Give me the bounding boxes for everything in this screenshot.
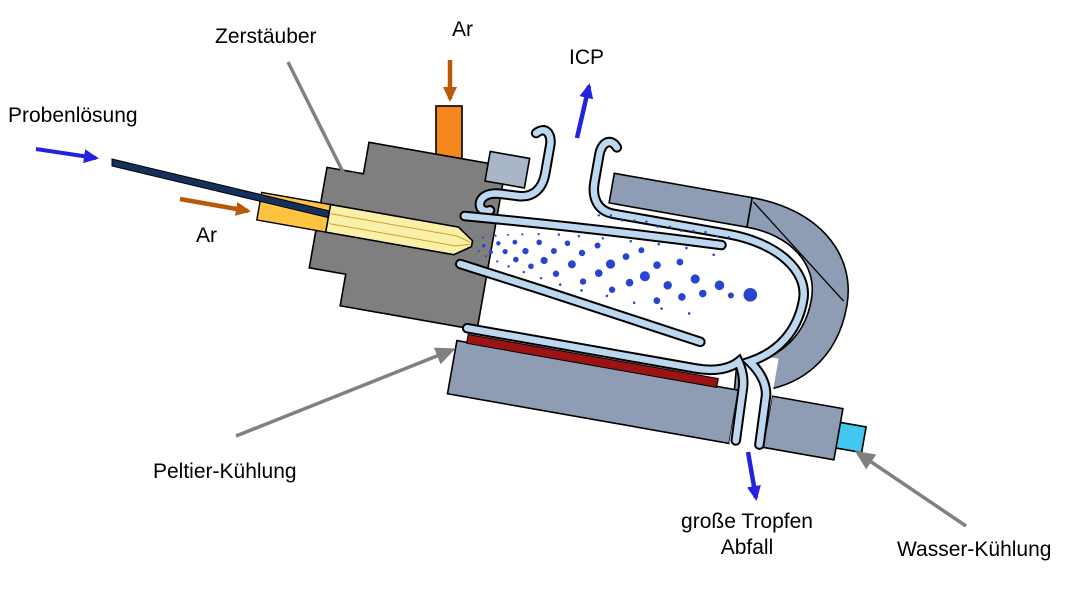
label-icp: ICP <box>569 46 605 69</box>
outer-tube-top-wall <box>590 138 807 448</box>
peltier-element <box>465 333 719 388</box>
sample-capillary <box>111 158 335 220</box>
inner-tube-bottom-wall <box>456 260 704 346</box>
water-cooling-pointer-arrow <box>854 450 967 528</box>
label-sample-solution: Probenlösung <box>8 104 138 127</box>
sample-flow-arrow <box>35 147 99 164</box>
label-argon-top: Ar <box>452 18 473 41</box>
nebulizer-pointer-arrow <box>286 61 354 194</box>
waste-drain-flow-arrow <box>745 451 761 501</box>
label-argon-left: Ar <box>196 224 217 247</box>
argon-inlet-port <box>435 105 463 163</box>
icp-outlet-gap <box>542 130 601 208</box>
icp-outlet-flow-arrow <box>574 83 594 139</box>
label-water-cooling: Wasser-Kühlung <box>897 538 1052 561</box>
aerosol-droplets <box>477 214 758 315</box>
outer-tube-bottom-wall <box>463 324 747 444</box>
label-waste-line1: große Tropfen <box>681 510 813 533</box>
inner-tube-top-wall <box>461 212 725 249</box>
dome-seam-line <box>752 201 845 302</box>
label-waste: große Tropfen Abfall <box>652 509 842 561</box>
icp-outlet-left-wall <box>476 127 554 215</box>
peltier-pointer-arrow <box>235 347 456 438</box>
label-waste-line2: Abfall <box>720 536 774 559</box>
label-nebulizer: Zerstäuber <box>215 25 317 48</box>
chamber-bottom-right-block <box>762 395 844 461</box>
nebulizer-body-detail-lines <box>329 213 471 247</box>
label-peltier-cooling: Peltier-Kühlung <box>153 460 297 483</box>
argon-left-flow-arrow <box>179 196 251 216</box>
chamber-top-left-plate <box>484 150 531 189</box>
